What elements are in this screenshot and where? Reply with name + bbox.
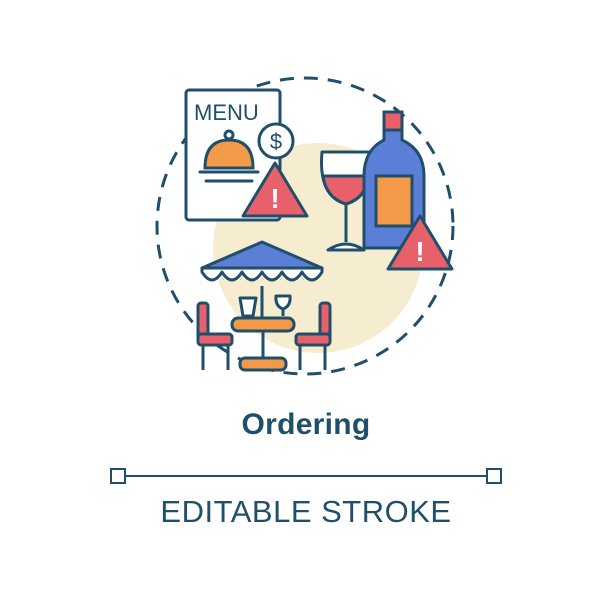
menu-card-icon: MENU	[184, 88, 282, 222]
warning-mark-menu: !	[270, 183, 279, 214]
dashed-frame	[155, 76, 455, 376]
table-glasses-icon	[238, 294, 292, 318]
editable-stroke-label: EDITABLE STROKE	[160, 494, 452, 529]
wine-bottle-icon	[362, 110, 426, 250]
ordering-illustration: MENU $ !	[155, 76, 455, 376]
warning-icon-menu: !	[241, 161, 309, 218]
divider-line	[110, 468, 502, 484]
dollar-coin-icon: $	[257, 122, 295, 160]
divider-handle-right	[486, 468, 502, 484]
right-chair-icon	[294, 301, 332, 370]
wine-glass-icon	[320, 150, 372, 252]
dollar-symbol: $	[270, 129, 282, 154]
table-icon	[230, 316, 296, 372]
warning-mark-bottle: !	[415, 236, 424, 267]
divider-handle-left	[110, 468, 126, 484]
umbrella-icon	[200, 240, 324, 318]
concept-title: Ordering	[241, 408, 371, 441]
menu-text: MENU	[194, 100, 259, 125]
warning-icon-bottle: !	[386, 214, 454, 271]
cloche-icon	[198, 129, 260, 183]
left-chair-icon	[196, 301, 234, 370]
